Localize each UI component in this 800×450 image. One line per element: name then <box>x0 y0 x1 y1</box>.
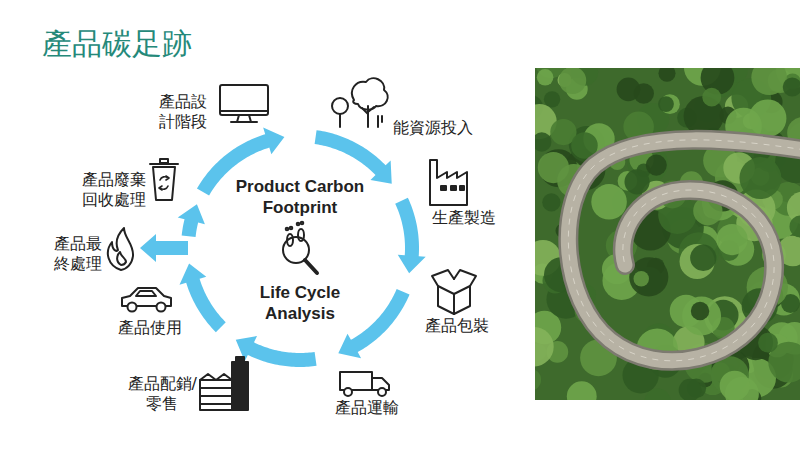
tree-crown <box>535 132 551 151</box>
tree-crown <box>682 297 721 336</box>
trees-icon <box>332 78 388 127</box>
cycle-arrow <box>395 198 426 273</box>
tree-canopy <box>535 68 800 400</box>
tree-crown <box>624 169 649 194</box>
diagram-title: 產品碳足跡 <box>42 24 192 65</box>
tree-crown <box>716 224 747 255</box>
spiral-road <box>568 140 800 361</box>
tree-crown <box>691 302 709 320</box>
tree-crown <box>644 389 671 400</box>
stage-label: 產品配銷/ 零售 <box>128 374 197 414</box>
forest-photo <box>535 68 800 400</box>
tree-crown <box>783 78 800 97</box>
road-edge <box>568 140 800 361</box>
tree-crown <box>658 68 675 82</box>
stage-label: 產品設 計階段 <box>159 92 207 132</box>
tree-crown <box>751 68 787 95</box>
center-heading: Life Cycle Analysis <box>245 282 355 325</box>
stage-label: 產品包裝 <box>425 316 489 336</box>
store-icon <box>200 357 248 410</box>
tree-crown <box>790 216 800 238</box>
factory-icon <box>430 160 467 205</box>
tree-crown <box>758 333 778 353</box>
tree-crown <box>720 371 750 400</box>
tree-crown <box>679 379 702 400</box>
tree-crown <box>739 157 781 199</box>
fire-icon <box>108 228 133 270</box>
stage-label: 產品最 終處理 <box>54 234 102 274</box>
recycle-bin-icon <box>150 159 178 200</box>
truck-icon <box>340 372 389 396</box>
tree-crown <box>617 78 641 102</box>
tree-crown <box>535 369 541 391</box>
tree-crown <box>690 245 716 271</box>
cycle-arrow <box>178 204 205 237</box>
tree-crown <box>629 257 668 296</box>
road-marking <box>568 140 800 361</box>
cycle-arrow <box>140 234 188 262</box>
tree-crown <box>535 327 554 367</box>
tree-crown <box>542 193 560 211</box>
monitor-icon <box>220 85 268 122</box>
tree-crown <box>646 155 667 176</box>
center-heading: Product Carbon Footprint <box>210 176 390 219</box>
tree-crown <box>591 184 627 220</box>
cycle-arrow <box>180 264 226 333</box>
footprint-magnifier-icon <box>283 222 317 273</box>
tree-crown <box>634 271 649 286</box>
tree-crown <box>544 91 560 107</box>
cycle-arrow <box>315 130 392 184</box>
stage-label: 生產製造 <box>432 208 496 228</box>
cycle-arrows <box>140 128 426 367</box>
tree-crown <box>658 96 674 112</box>
cycle-arrow <box>338 289 409 358</box>
stage-label: 產品運輸 <box>335 398 399 418</box>
tree-crown <box>537 69 554 86</box>
tree-crown <box>559 68 586 94</box>
box-icon <box>432 270 476 314</box>
car-icon <box>122 288 171 312</box>
stage-label: 產品廢棄 回收處理 <box>82 170 146 210</box>
stage-label: 產品使用 <box>118 318 182 338</box>
stage-label: 能資源投入 <box>393 118 473 138</box>
tree-crown <box>702 88 721 107</box>
tree-crown <box>567 381 597 400</box>
